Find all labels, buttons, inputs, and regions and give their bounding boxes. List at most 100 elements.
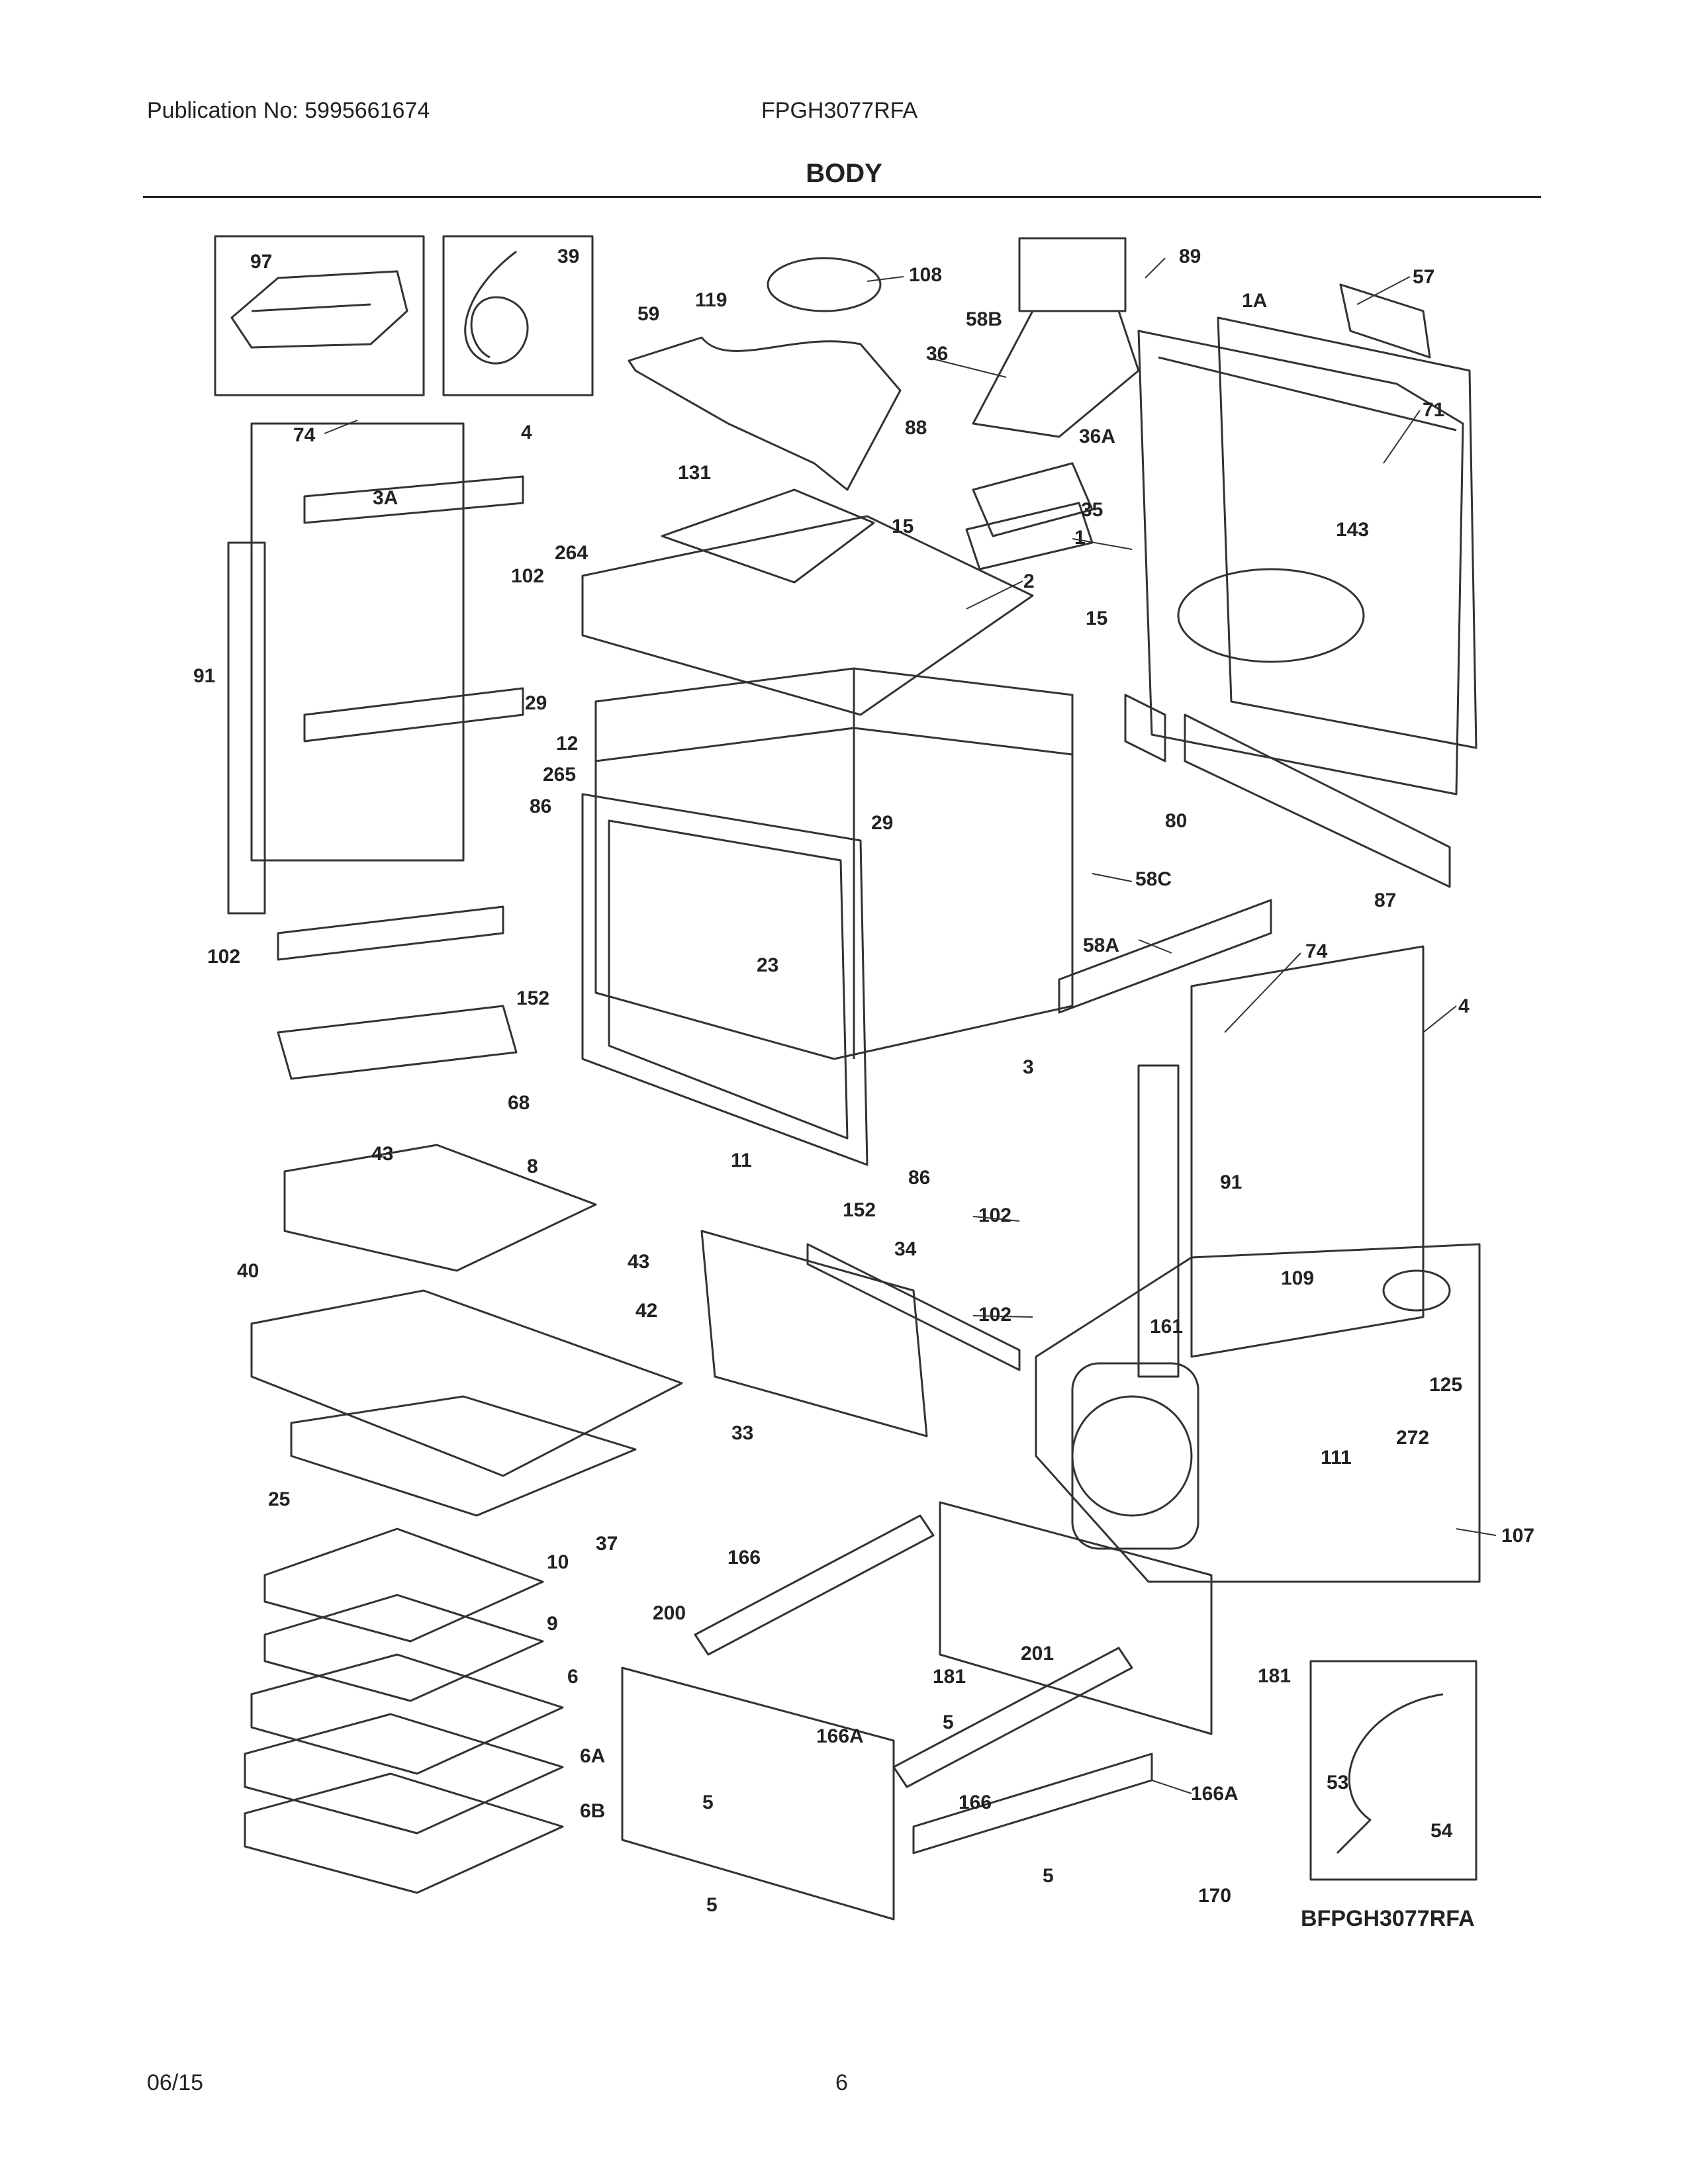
callout: 33 [731,1422,753,1444]
callout: 3 [1023,1056,1034,1078]
callout: 6B [580,1800,605,1822]
convection-inset-box [1035,1243,1481,1583]
rack-6a-shape [244,1713,564,1835]
callout: 15 [1086,608,1107,629]
callout: 42 [635,1300,657,1322]
pan-9-shape [263,1594,544,1702]
callout: 166A [1191,1783,1239,1805]
rack-6b-shape [244,1772,564,1894]
callout: 91 [193,665,215,687]
callout: 264 [555,542,588,564]
convection-motor-shape [1382,1269,1451,1312]
callout: 125 [1429,1374,1462,1396]
diagram-reference: BFPGH3077RFA [1301,1906,1475,1931]
callout: 23 [757,954,778,976]
callout: 5 [943,1711,954,1733]
inset-box-wiring-harness [442,235,594,396]
gasket-36a-shape [972,462,1094,537]
leader-lines [324,257,1497,1794]
callout: 111 [1321,1447,1352,1469]
callout: 25 [268,1488,290,1510]
publication-number: Publication No: 5995661674 [147,98,430,123]
callout: 200 [653,1602,686,1624]
callout: 5 [706,1894,718,1916]
side-panel-left-shape [250,422,465,862]
callout: 40 [237,1260,259,1282]
callout: 119 [695,289,727,311]
callout: 166A [816,1725,864,1747]
callout: 102 [978,1304,1011,1326]
callout: 102 [207,946,240,968]
page-title: BODY [806,159,882,188]
callout: 86 [530,796,551,817]
callout: 87 [1374,889,1396,911]
rail-3a-shape [303,475,524,524]
callout: 58A [1083,934,1119,956]
callout: 10 [547,1551,569,1573]
callout: 1A [1242,290,1267,312]
callout: 166 [959,1792,992,1813]
callout: 4 [521,422,532,443]
callout: 4 [1458,995,1470,1017]
title-rule [143,196,1541,198]
callout: 5 [702,1792,714,1813]
callout: 29 [525,692,547,714]
callout: 108 [909,264,942,286]
callout: 57 [1413,266,1434,288]
grill-10-shape [263,1527,544,1643]
callout-labels: 97 39 108 119 59 89 58B 1A 57 36 74 4 88… [193,246,1534,1916]
callout: 152 [843,1199,876,1221]
rail-166-lower-shape [892,1647,1133,1788]
callout: 102 [511,565,544,587]
frame-201-shape [939,1501,1213,1735]
callout: 86 [908,1167,930,1189]
callout: 201 [1021,1643,1054,1664]
callout: 36 [926,343,948,365]
bracket-80-shape [1124,694,1166,762]
model-number: FPGH3077RFA [761,98,918,123]
callout: 1 [1074,527,1086,549]
side-trim-left-shape [227,541,266,915]
callout: 11 [731,1150,752,1171]
callout: 8 [527,1156,538,1177]
vent-box-shape [1018,237,1127,312]
callout: 107 [1501,1525,1534,1547]
callout: 6 [567,1666,579,1688]
rail-34-shape [806,1243,1021,1371]
rail-3-shape [1058,899,1272,1014]
callout: 3A [373,487,398,509]
callout: 170 [1198,1885,1231,1907]
side-panel-right-shape [1190,945,1425,1358]
top-cover-shape [581,515,1034,716]
rear-cover-shape [1217,316,1477,749]
callout: 29 [871,812,893,834]
callout: 166 [727,1547,761,1569]
callout: 272 [1396,1427,1429,1449]
callout: 131 [678,462,711,484]
gasket-35-shape [965,502,1094,570]
callout: 9 [547,1613,558,1635]
callout: 53 [1327,1772,1348,1794]
vent-duct-shape [972,310,1140,438]
callout: 161 [1150,1316,1183,1338]
vent-panel-shape [1339,283,1431,359]
callout: 152 [516,987,549,1009]
door-33-shape [700,1230,928,1437]
frame-200-shape [621,1666,895,1921]
convection-fan-shape [1071,1395,1193,1517]
callout: 59 [637,303,659,325]
callout: 43 [371,1143,393,1165]
callout: 68 [508,1092,530,1114]
inset-box-control-board [214,235,425,396]
callout: 36A [1079,426,1115,447]
fan-motor-shape [767,257,882,312]
callout: 89 [1179,246,1201,267]
callout: 58C [1135,868,1172,890]
rail-102-left-shape [277,905,504,961]
callout: 88 [905,417,927,439]
callout: 2 [1023,570,1035,592]
rail-166-upper-shape [694,1514,935,1656]
oven-cavity-shape [594,667,1074,1060]
callout: 39 [557,246,579,267]
